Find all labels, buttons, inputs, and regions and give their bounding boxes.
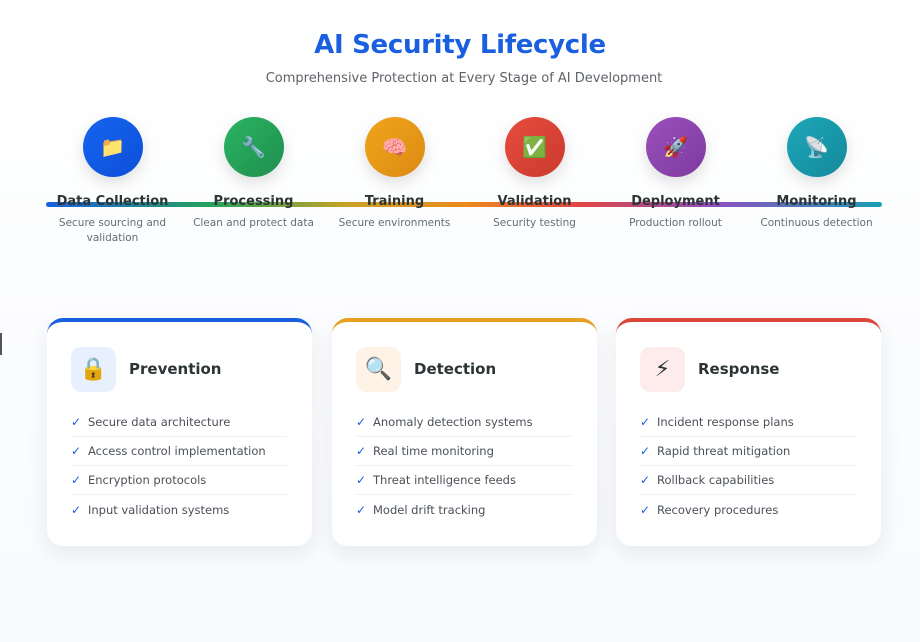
card-response: ⚡ Response ✓Incident response plans ✓Rap… <box>616 318 881 546</box>
rocket-icon: 🚀 <box>645 117 706 177</box>
timeline-gradient-line <box>46 202 882 207</box>
check-icon: ✓ <box>640 415 651 429</box>
stage-name: Validation <box>497 194 572 209</box>
list-item: ✓Recovery procedures <box>640 502 779 517</box>
card-title: Response <box>698 360 780 378</box>
magnifier-icon: 🔍 <box>356 346 401 392</box>
stage-name: Processing <box>213 194 294 209</box>
check-icon: ✓ <box>356 473 367 487</box>
satellite-dish-icon: 📡 <box>786 117 847 177</box>
check-icon: ✓ <box>356 415 367 429</box>
check-icon: ✓ <box>71 473 82 487</box>
list-item: ✓Access control implementation <box>71 437 287 466</box>
card-detection: 🔍 Detection ✓Anomaly detection systems ✓… <box>332 318 597 546</box>
lightning-icon: ⚡ <box>640 346 685 392</box>
check-icon: ✓ <box>640 502 651 517</box>
card-title: Prevention <box>129 360 222 378</box>
feature-list: ✓Incident response plans ✓Rapid threat m… <box>640 408 856 524</box>
card-title: Detection <box>414 360 497 378</box>
brain-icon: 🧠 <box>364 117 425 177</box>
stage-deployment: 🚀 Deployment Production rollout <box>605 117 746 231</box>
wrench-icon: 🔧 <box>223 117 284 177</box>
stage-description: Security testing <box>493 217 576 229</box>
stage-validation: ✅ Validation Security testing <box>464 117 605 231</box>
stage-description: Secure sourcing and validation <box>58 217 167 244</box>
check-icon: ✓ <box>71 444 82 458</box>
stage-description: Secure environments <box>338 217 451 229</box>
list-item: ✓Threat intelligence feeds <box>356 466 572 495</box>
check-icon: ✓ <box>356 444 367 458</box>
check-icon: ✓ <box>71 415 82 429</box>
list-item: ✓Rapid threat mitigation <box>640 437 856 466</box>
page-subtitle: Comprehensive Protection at Every Stage … <box>265 71 663 86</box>
list-item: ✓Rollback capabilities <box>640 466 856 495</box>
check-icon: ✓ <box>640 444 651 458</box>
check-box-icon: ✅ <box>504 117 565 177</box>
stage-name: Training <box>364 194 425 209</box>
stage-name: Monitoring <box>776 194 857 209</box>
feature-list: ✓Anomaly detection systems ✓Real time mo… <box>356 408 572 524</box>
stage-data-collection: 📁 Data Collection Secure sourcing and va… <box>42 117 183 246</box>
stage-monitoring: 📡 Monitoring Continuous detection <box>746 117 887 231</box>
feature-list: ✓Secure data architecture ✓Access contro… <box>71 408 287 524</box>
check-icon: ✓ <box>71 502 82 517</box>
list-item: ✓Incident response plans <box>640 408 856 437</box>
list-item: ✓Input validation systems <box>71 502 230 517</box>
lock-icon: 🔒 <box>71 346 116 392</box>
stage-description: Continuous detection <box>760 217 873 229</box>
list-item: ✓Model drift tracking <box>356 502 486 517</box>
stage-description: Clean and protect data <box>193 217 314 229</box>
folder-icon: 📁 <box>82 117 143 177</box>
stage-processing: 🔧 Processing Clean and protect data <box>183 117 324 231</box>
list-item: ✓Encryption protocols <box>71 466 287 495</box>
stage-name: Data Collection <box>56 194 169 209</box>
stage-description: Production rollout <box>629 217 722 229</box>
page-title: AI Security Lifecycle <box>314 30 606 60</box>
card-prevention: 🔒 Prevention ✓Secure data architecture ✓… <box>47 318 312 546</box>
list-item: ✓Anomaly detection systems <box>356 408 572 437</box>
list-item: ✓Secure data architecture <box>71 408 287 437</box>
stage-training: 🧠 Training Secure environments <box>324 117 465 231</box>
edge-marker <box>0 333 2 355</box>
list-item: ✓Real time monitoring <box>356 437 572 466</box>
check-icon: ✓ <box>640 473 651 487</box>
check-icon: ✓ <box>356 502 367 517</box>
stage-name: Deployment <box>631 194 720 209</box>
